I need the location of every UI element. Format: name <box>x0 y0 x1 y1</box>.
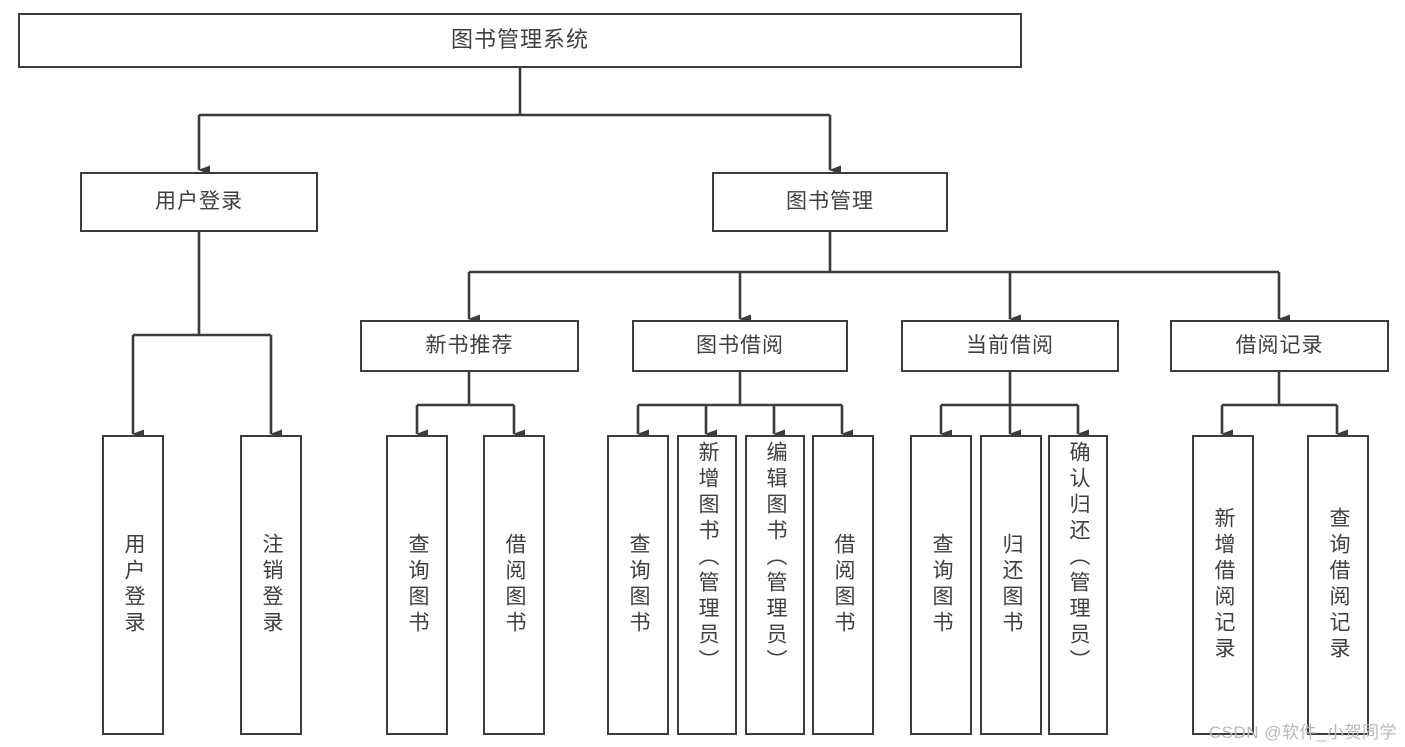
leaf-book-borrow-add[interactable]: 新增图书（管理员） <box>677 435 737 735</box>
node-label: 借阅记录 <box>1235 334 1324 358</box>
node-label: 图书管理系统 <box>450 27 589 53</box>
node-borrow-record[interactable]: 借阅记录 <box>1170 320 1389 372</box>
node-label: 借阅图书 <box>832 533 856 637</box>
node-label: 图书管理 <box>786 190 874 214</box>
node-label: 新书推荐 <box>425 334 514 358</box>
node-label: 查询图书 <box>627 533 651 637</box>
node-label: 用户登录 <box>155 190 243 214</box>
leaf-book-borrow-query[interactable]: 查询图书 <box>607 435 669 735</box>
node-label: 查询借阅记录 <box>1327 507 1351 663</box>
node-label: 当前借阅 <box>966 334 1054 358</box>
node-label: 注销登录 <box>260 533 284 637</box>
leaf-current-borrow-return[interactable]: 归还图书 <box>980 435 1042 735</box>
node-book-borrow[interactable]: 图书借阅 <box>632 320 848 372</box>
node-label: 图书借阅 <box>696 334 784 358</box>
node-label: 确认归还（管理员） <box>1067 441 1091 675</box>
node-new-book-recommend[interactable]: 新书推荐 <box>360 320 579 372</box>
leaf-new-book-borrow[interactable]: 借阅图书 <box>483 435 545 735</box>
node-label: 用户登录 <box>122 533 146 637</box>
node-label: 归还图书 <box>1000 533 1024 637</box>
node-user-login[interactable]: 用户登录 <box>80 172 318 232</box>
node-book-management[interactable]: 图书管理 <box>712 172 948 232</box>
node-label: 查询图书 <box>930 533 954 637</box>
leaf-current-borrow-query[interactable]: 查询图书 <box>910 435 972 735</box>
node-label: 查询图书 <box>406 533 430 637</box>
leaf-book-borrow-edit[interactable]: 编辑图书（管理员） <box>745 435 805 735</box>
node-root-library-system[interactable]: 图书管理系统 <box>18 13 1022 68</box>
leaf-borrow-record-add[interactable]: 新增借阅记录 <box>1192 435 1254 735</box>
node-label: 新增借阅记录 <box>1212 507 1236 663</box>
node-label: 新增图书（管理员） <box>696 441 720 675</box>
leaf-new-book-query[interactable]: 查询图书 <box>386 435 448 735</box>
node-current-borrow[interactable]: 当前借阅 <box>901 320 1119 372</box>
node-label: 编辑图书（管理员） <box>764 441 788 675</box>
leaf-borrow-record-query[interactable]: 查询借阅记录 <box>1307 435 1369 735</box>
leaf-user-login-login[interactable]: 用户登录 <box>102 435 164 735</box>
leaf-user-login-logout[interactable]: 注销登录 <box>240 435 302 735</box>
leaf-current-borrow-confirm-return[interactable]: 确认归还（管理员） <box>1048 435 1108 735</box>
watermark-text: CSDN @软件_小贺同学 <box>1208 723 1397 742</box>
leaf-book-borrow-lend[interactable]: 借阅图书 <box>812 435 874 735</box>
node-label: 借阅图书 <box>503 533 527 637</box>
